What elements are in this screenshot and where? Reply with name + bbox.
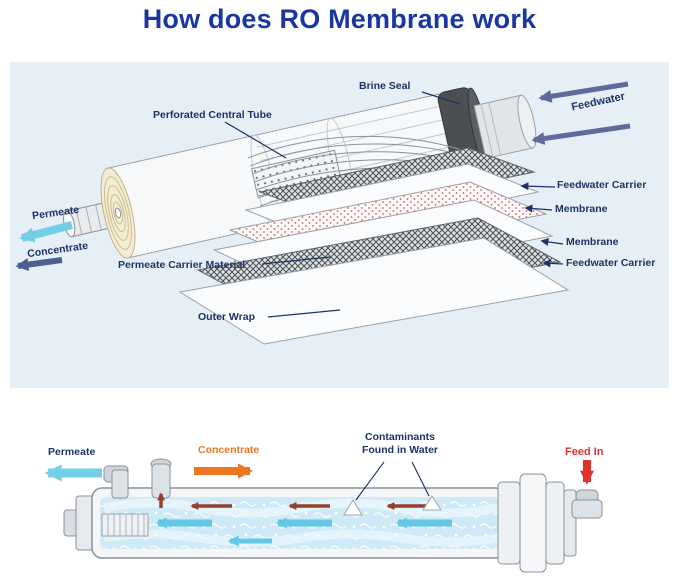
label-contaminants-line2: Found in Water	[361, 444, 439, 456]
label-feed-in: Feed In	[565, 446, 604, 458]
leader-outer-wrap	[267, 309, 341, 318]
leader-permeate-carrier	[261, 256, 331, 265]
contaminant-leaders	[355, 461, 430, 501]
label-permeate-lower: Permeate	[48, 446, 96, 458]
label-brine-seal: Brine Seal	[359, 80, 411, 92]
label-membrane-bottom: Membrane	[566, 236, 619, 248]
end-adapter	[473, 94, 537, 160]
contaminant-triangle-left	[343, 499, 363, 516]
concentrate-port-fitting	[150, 458, 172, 499]
label-contaminants-line1: Contaminants	[364, 431, 435, 443]
label-contaminants: Contaminants Found in Water	[338, 431, 462, 457]
spiral-end-face	[100, 167, 136, 259]
concentrate-arrow	[15, 257, 63, 272]
internal-permeate-arrows	[155, 517, 452, 547]
feedwater-arrow-top	[538, 81, 629, 103]
leader-membrane-top	[524, 204, 553, 213]
lower-diagram-panel: Permeate Concentrate Contaminants Found …	[0, 410, 679, 583]
label-concentrate-lower: Concentrate	[198, 444, 260, 456]
permeate-arrow	[19, 221, 74, 243]
upper-diagram-panel: Brine Seal Feedwater Perforated Central …	[10, 62, 669, 388]
vessel-right-rings	[497, 473, 577, 573]
label-feedwater-carrier-bottom: Feedwater Carrier	[566, 257, 656, 269]
internal-concentrate-arrows	[157, 492, 428, 510]
central-tube	[101, 513, 149, 537]
vessel-left-cap	[63, 495, 95, 551]
permeate-elbow-fitting	[103, 465, 129, 499]
leader-membrane-bottom	[540, 237, 564, 246]
leader-feedwater-carrier-top	[520, 182, 556, 191]
contaminant-triangle-right	[422, 495, 442, 511]
feedwater-arrow-bottom	[531, 123, 631, 145]
feed-in-fitting	[571, 489, 603, 519]
label-perforated-central-tube: Perforated Central Tube	[153, 109, 272, 121]
water-waves	[103, 498, 499, 547]
ro-membrane-flow-drawing	[44, 458, 603, 573]
label-feedwater-carrier-top: Feedwater Carrier	[557, 179, 647, 191]
page-title: How does RO Membrane work	[142, 4, 537, 34]
leader-lines	[224, 91, 564, 318]
leader-feedwater-carrier-bottom	[542, 259, 564, 268]
label-outer-wrap: Outer Wrap	[198, 311, 255, 323]
sheet-outer-wrap	[178, 237, 570, 345]
ro-membrane-exploded-drawing	[15, 81, 631, 345]
label-membrane-top: Membrane	[555, 203, 608, 215]
label-permeate-carrier-material: Permeate Carrier Material	[118, 259, 246, 271]
leader-perforated-tube	[224, 121, 287, 159]
leader-brine-seal	[421, 91, 461, 105]
